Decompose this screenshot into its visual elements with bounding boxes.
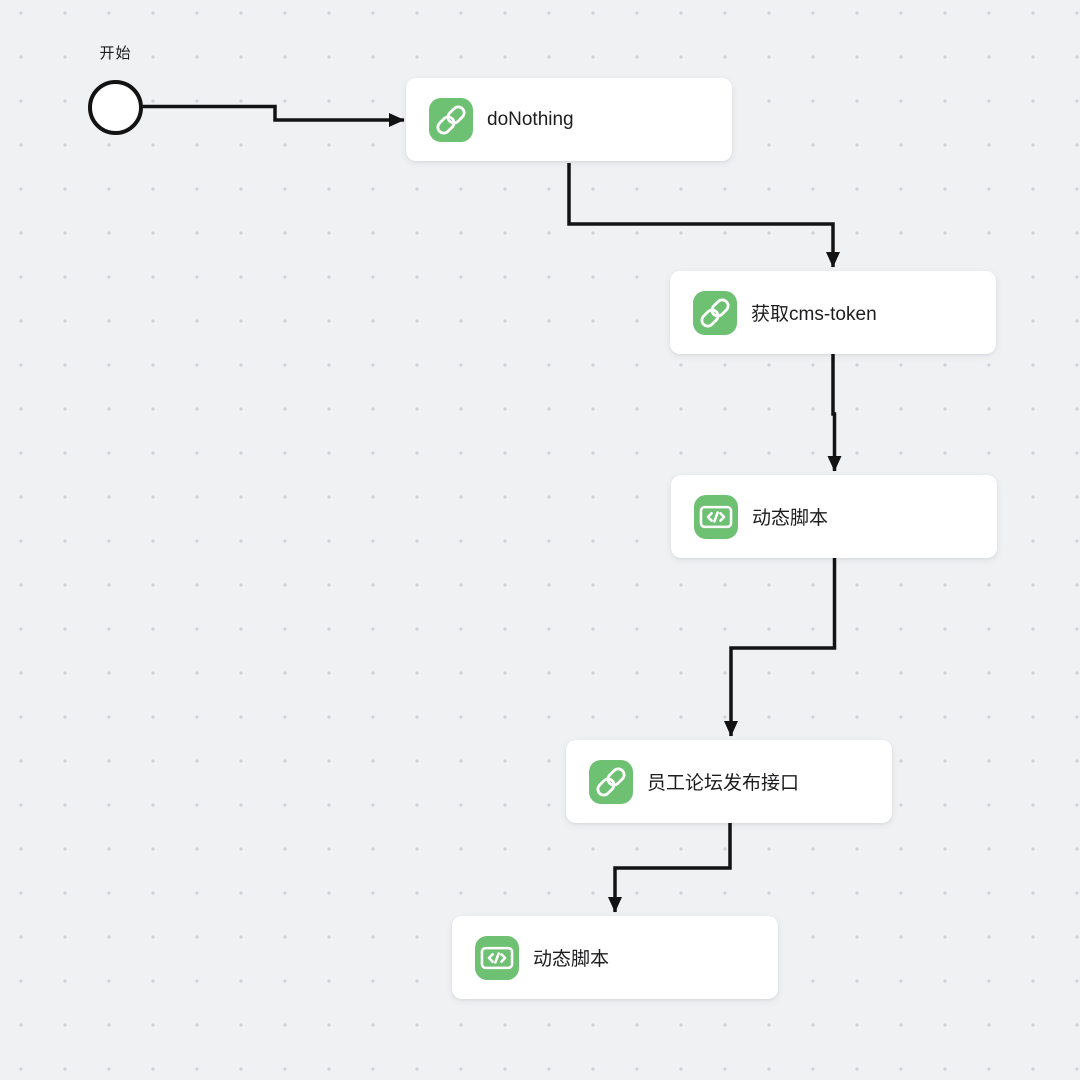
edge-get-cms-token-to-dynamic-script-1	[827, 353, 842, 472]
node-donothing[interactable]: doNothing	[406, 78, 732, 161]
start-node[interactable]	[88, 80, 143, 135]
node-label: 动态脚本	[752, 508, 829, 529]
node-dynamic-script-1[interactable]: 动态脚本	[671, 475, 997, 558]
link-icon	[693, 290, 737, 335]
node-label: 获取cms-token	[751, 304, 877, 325]
edge-start-to-donothing	[143, 104, 405, 127]
edge-donothing-to-get-cms-token	[567, 163, 840, 268]
link-icon	[429, 97, 473, 142]
node-forum-publish-api[interactable]: 员工论坛发布接口	[566, 740, 892, 823]
node-label: 动态脚本	[533, 949, 610, 970]
node-get-cms-token[interactable]: 获取cms-token	[670, 271, 996, 354]
node-label: 员工论坛发布接口	[647, 773, 800, 794]
code-icon	[475, 935, 519, 980]
start-node-label: 开始	[99, 45, 132, 62]
edge-forum-publish-api-to-dynamic-script-2	[608, 823, 732, 913]
node-label: doNothing	[487, 108, 574, 130]
node-dynamic-script-2[interactable]: 动态脚本	[452, 916, 778, 999]
edge-dynamic-script-1-to-forum-publish-api	[724, 557, 837, 737]
code-icon	[694, 494, 738, 539]
link-icon	[589, 759, 633, 804]
